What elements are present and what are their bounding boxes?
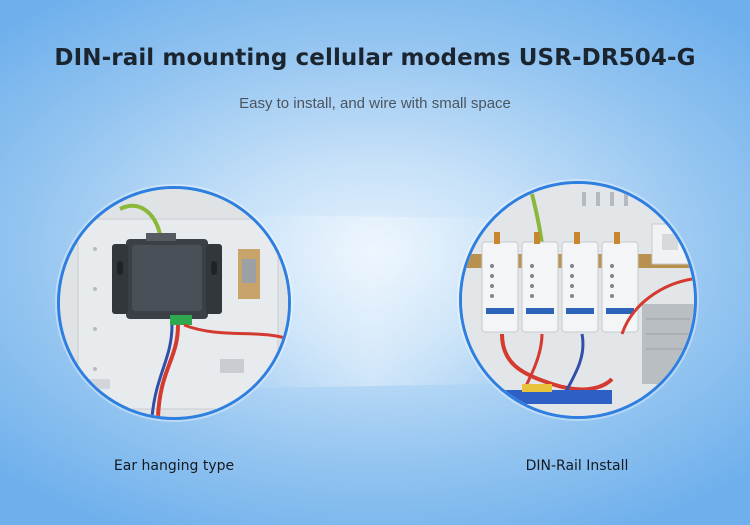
ear-hanging-modem-photo [57,186,291,420]
caption-din-rail: DIN-Rail Install [525,458,629,474]
din-rail-modems-photo [459,181,697,419]
caption-ear-hanging: Ear hanging type [113,458,235,474]
page-subtitle: Easy to install, and wire with small spa… [239,95,511,112]
page-title: DIN-rail mounting cellular modems USR-DR… [54,45,696,71]
